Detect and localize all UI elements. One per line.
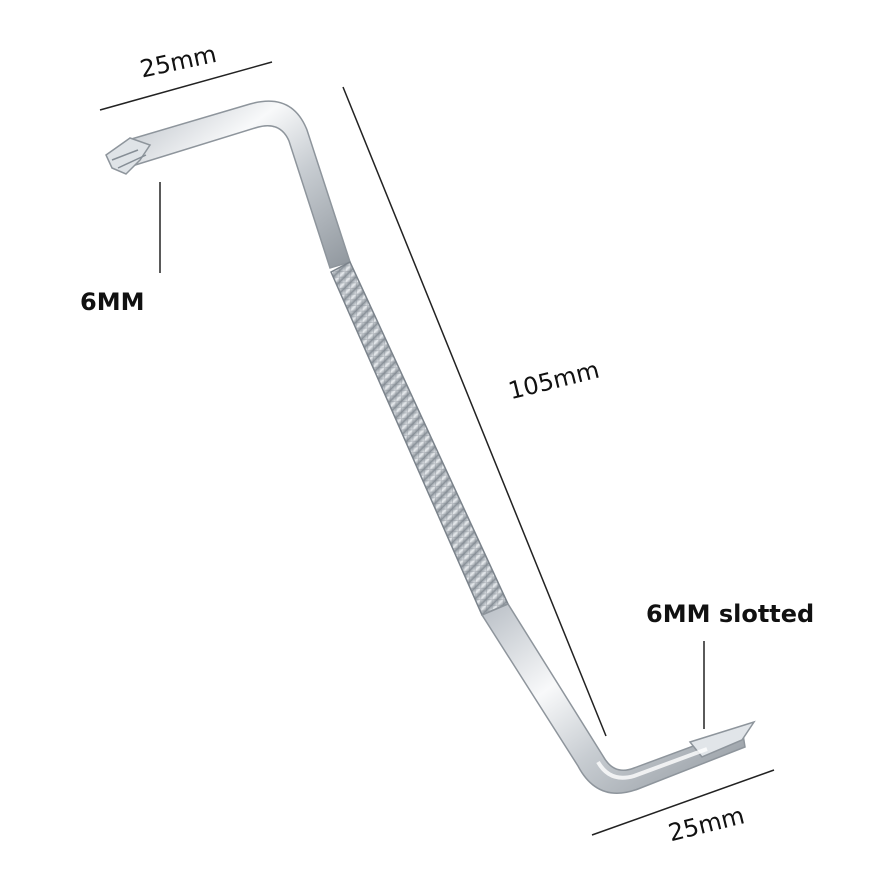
bottom-width-dimension-line bbox=[591, 769, 775, 836]
upper-bent-arm bbox=[127, 100, 351, 269]
length-dimension-line bbox=[342, 86, 607, 737]
top-tip-size-label: 6MM bbox=[80, 288, 145, 316]
bottom-tip-size-label: 6MM slotted bbox=[646, 600, 815, 628]
knurled-grip bbox=[330, 260, 510, 616]
top-width-dimension-line bbox=[99, 61, 273, 111]
upper-tip-phillips bbox=[105, 137, 152, 175]
lower-shaft bbox=[480, 603, 746, 794]
